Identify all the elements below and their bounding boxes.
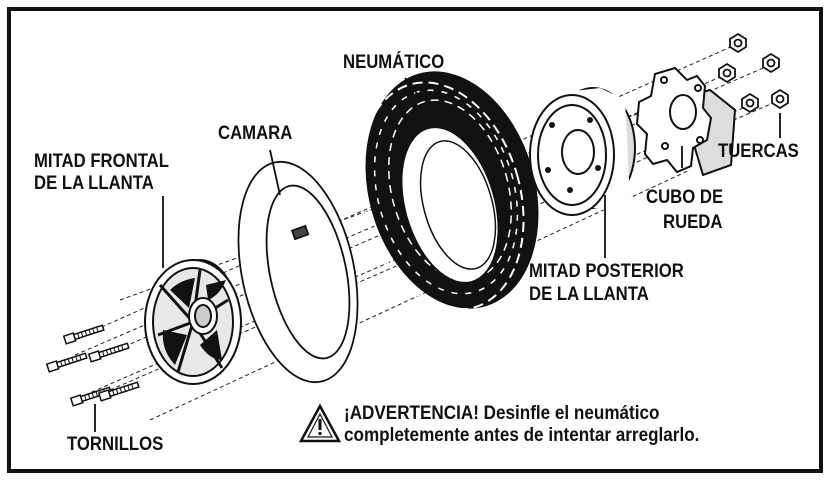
leader-lines <box>94 77 781 432</box>
label-front-rim-line2: DE LA LLANTA <box>34 173 154 194</box>
diagram-frame <box>7 7 823 473</box>
warning-triangle-icon <box>298 403 342 443</box>
bolts <box>45 324 140 407</box>
inner-tube <box>237 160 359 384</box>
warning-line2: completemente antes de intentar arreglar… <box>344 425 700 446</box>
label-rear-rim-line1: MITAD POSTERIOR <box>529 261 684 282</box>
label-hub-line2: RUEDA <box>663 212 723 233</box>
nuts <box>718 32 789 114</box>
rear-rim-half <box>529 87 636 216</box>
label-tire: NEUMÁTICO <box>343 52 445 73</box>
label-bolts: TORNILLOS <box>67 434 164 455</box>
label-hub-line1: CUBO DE <box>646 187 724 208</box>
label-rear-rim-line2: DE LA LLANTA <box>529 284 649 305</box>
tire <box>359 71 539 311</box>
label-front-rim-line1: MITAD FRONTAL <box>34 151 169 172</box>
label-nuts: TUERCAS <box>718 141 799 162</box>
front-rim-half <box>144 259 242 385</box>
wheel-hub <box>635 66 737 177</box>
warning-line1: ¡ADVERTENCIA! Desinfle el neumático <box>344 403 660 424</box>
label-tube: CAMARA <box>218 123 293 144</box>
